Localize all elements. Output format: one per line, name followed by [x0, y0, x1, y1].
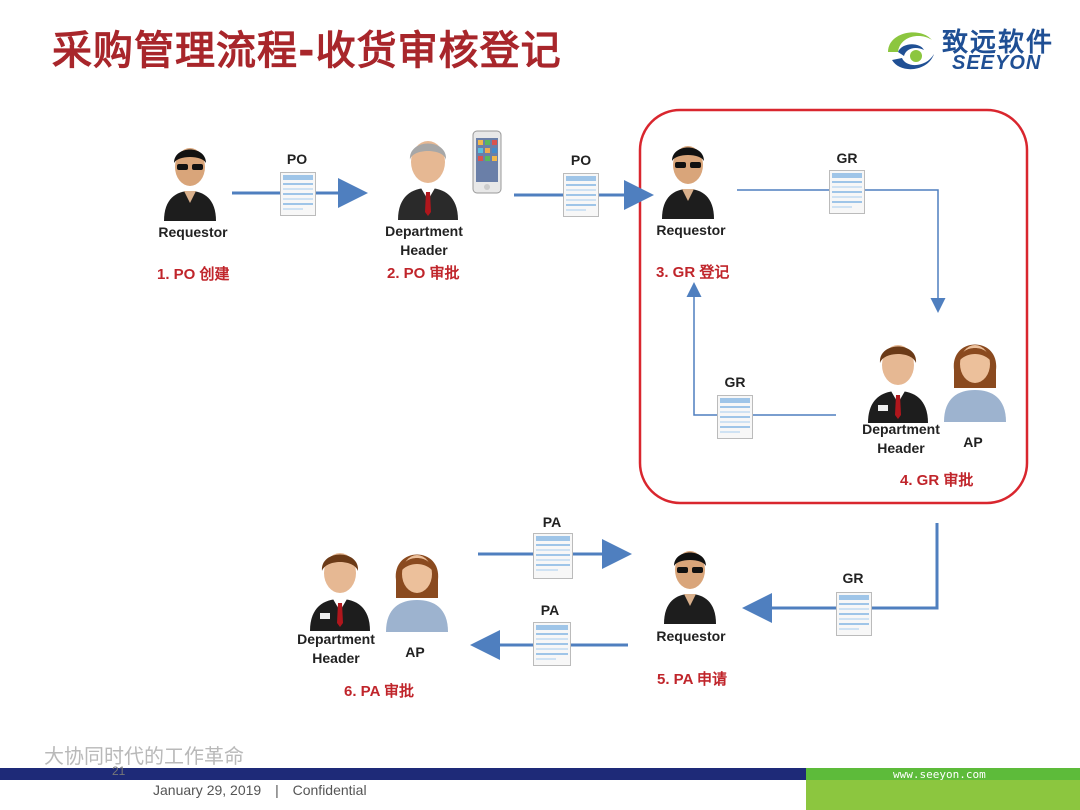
- department-header-6-icon: [310, 553, 370, 631]
- arrow-gr-approved: [742, 523, 939, 623]
- requestor-1-label: Requestor: [158, 224, 228, 240]
- page-title: 采购管理流程-收货审核登记: [52, 28, 562, 74]
- department-header-4-icon: [868, 345, 928, 423]
- gr-label-1: GR: [836, 150, 858, 166]
- step-5-label: 5. PA 申请: [657, 671, 728, 688]
- gr-document-1-icon: [829, 170, 865, 214]
- footer-bar-green: [806, 768, 1080, 780]
- seeyon-swirl-logo-icon: [888, 32, 934, 70]
- gr-document-2-icon: [717, 395, 753, 439]
- footer-confidential: Confidential: [292, 782, 367, 798]
- po-label-1: PO: [286, 151, 308, 167]
- requestor-3-label: Requestor: [656, 222, 726, 238]
- ap-4-icon: [944, 344, 1006, 422]
- footer-text: January 29, 2019 | Confidential: [153, 782, 367, 798]
- ap-4-label: AP: [963, 434, 983, 450]
- step-2-label: 2. PO 审批: [387, 265, 460, 282]
- pa-label-2: PA: [540, 602, 560, 618]
- requestor-3-icon: [662, 146, 714, 219]
- pa-document-1-icon: [533, 533, 573, 579]
- pa-document-2-icon: [533, 622, 571, 666]
- footer-bar-blue: [0, 768, 806, 780]
- logo-text-en: SEEYON: [952, 52, 1042, 74]
- step-6-label: 6. PA 审批: [344, 683, 415, 700]
- step-3-label: 3. GR 登记: [656, 264, 730, 281]
- footer-date: January 29, 2019: [153, 782, 262, 798]
- company-tagline: 大协同时代的工作革命: [44, 744, 244, 768]
- gr-label-2: GR: [724, 374, 746, 390]
- gr-highlight-box: [638, 108, 1029, 505]
- ap-6-icon: [386, 554, 448, 632]
- department-header-1-label: Department Header: [385, 223, 463, 258]
- page-number: 21: [112, 764, 126, 778]
- logo-text-cn: 致远软件: [942, 28, 1055, 58]
- requestor-5-icon: [664, 551, 716, 624]
- department-header-4-label: Department Header: [862, 421, 940, 456]
- ap-6-label: AP: [405, 644, 425, 660]
- footer-separator: |: [275, 782, 279, 798]
- step-4-label: 4. GR 审批: [900, 472, 974, 489]
- mobile-phone-icon: [472, 130, 502, 194]
- po-label-2: PO: [570, 152, 592, 168]
- seeyon-logo: 致远软件 SEEYON: [880, 22, 1060, 78]
- gr-label-3: GR: [842, 570, 864, 586]
- gr-document-3-icon: [836, 592, 872, 636]
- pa-label-1: PA: [542, 514, 562, 530]
- arrow-gr-submit: [737, 189, 946, 313]
- po-document-1-icon: [280, 172, 316, 216]
- footer-url: www.seeyon.com: [893, 768, 986, 781]
- arrow-gr-return: [686, 282, 836, 416]
- department-header-1-icon: [398, 141, 458, 220]
- requestor-5-label: Requestor: [656, 628, 726, 644]
- step-1-label: 1. PO 创建: [157, 266, 230, 283]
- department-header-6-label: Department Header: [297, 631, 375, 666]
- footer-bar-green-lower: [806, 780, 1080, 810]
- requestor-1-icon: [164, 148, 216, 221]
- po-document-2-icon: [563, 173, 599, 217]
